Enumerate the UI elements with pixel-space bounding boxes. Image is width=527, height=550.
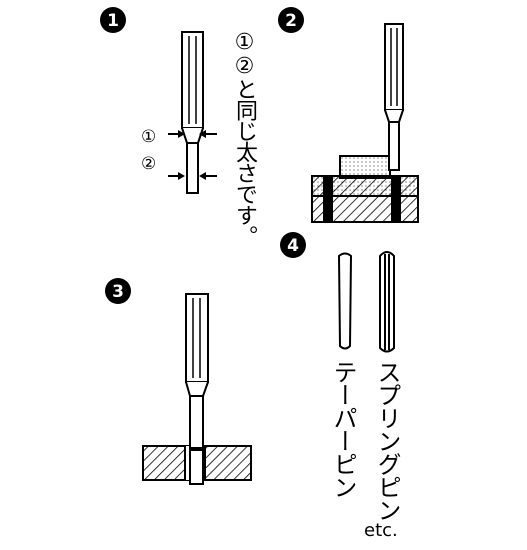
step-3-badge: 3 [105,278,131,304]
spring-pin-label: スプリングピン [373,360,401,521]
marker-2: ② [141,154,156,174]
svg-text:1: 1 [107,11,119,31]
taper-pin-drawing [337,252,353,350]
spring-pin-drawing [379,251,395,353]
step-1-badge: 1 [100,7,126,33]
marker-1: ① [141,127,156,147]
diameter-arrows [168,130,217,180]
svg-text:4: 4 [287,236,299,256]
same-thickness-note: ①②と同じ太さです。 [232,30,257,246]
step-2-badge: 2 [278,7,304,33]
step-2-assembly [311,155,419,223]
taper-pin-label: テーパーピン [329,360,357,498]
svg-text:3: 3 [112,282,124,302]
step-1-punch [181,31,204,194]
step-3-punch [185,293,209,485]
step-2-punch [384,23,404,171]
etc-label: etc. [364,520,398,541]
svg-text:2: 2 [285,11,297,31]
step-4-badge: 4 [280,232,306,258]
